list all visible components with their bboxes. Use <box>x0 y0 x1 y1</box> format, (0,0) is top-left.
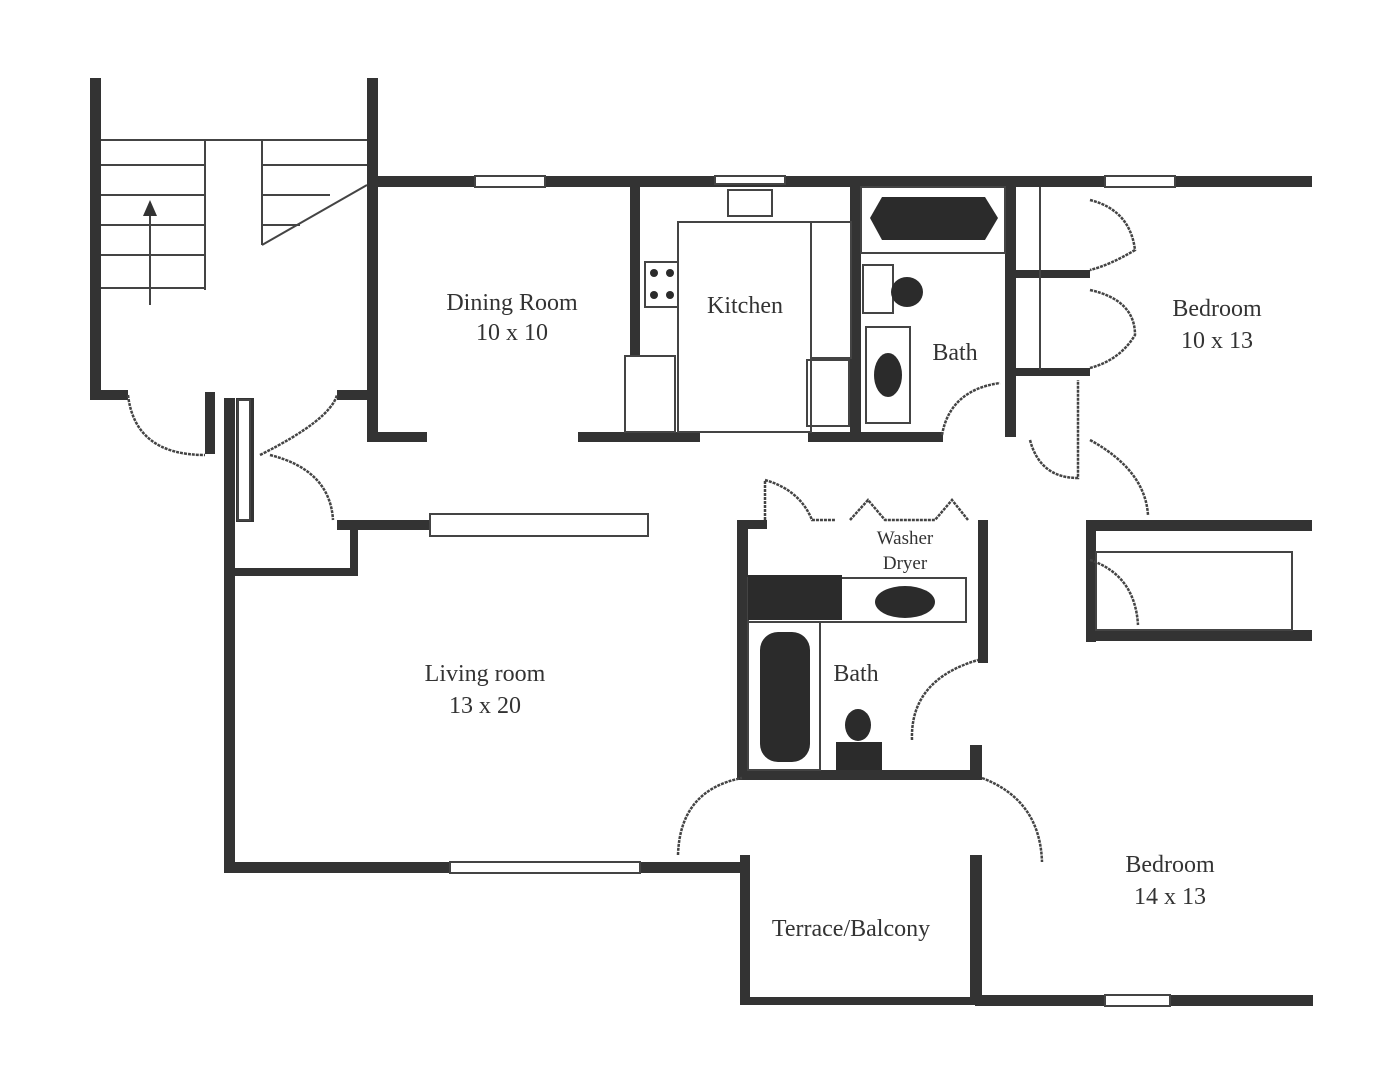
stove-icon <box>644 261 679 308</box>
toilet-icon <box>891 277 923 307</box>
bedroom2-label: Bedroom <box>1125 852 1215 878</box>
fixtures <box>624 186 1293 771</box>
terrace-label: Terrace/Balcony <box>772 916 930 942</box>
bathtub-icon <box>870 197 998 240</box>
room-labels: Dining Room 10 x 10 Kitchen Bath Bedroom… <box>425 290 1262 942</box>
bathtub-icon <box>760 632 810 762</box>
bedroom1-label: Bedroom <box>1172 296 1262 322</box>
toilet-icon <box>845 709 871 741</box>
doors <box>126 198 1150 863</box>
dining-room-size: 10 x 10 <box>476 320 548 346</box>
stairs <box>101 139 368 305</box>
living-room-label: Living room <box>425 661 546 687</box>
dryer-label: Dryer <box>883 553 928 574</box>
living-room-size: 13 x 20 <box>449 693 521 719</box>
bedroom1-size: 10 x 13 <box>1181 328 1253 354</box>
washer-icon <box>875 586 935 618</box>
washer-label: Washer <box>877 528 934 549</box>
bath1-label: Bath <box>932 340 977 366</box>
sink-icon <box>874 353 902 397</box>
bath2-label: Bath <box>833 661 878 687</box>
kitchen-label: Kitchen <box>707 293 783 319</box>
dining-room-label: Dining Room <box>446 290 578 316</box>
arrow-head-icon <box>143 200 157 216</box>
windows <box>237 175 1176 1007</box>
bedroom2-size: 14 x 13 <box>1134 884 1206 910</box>
